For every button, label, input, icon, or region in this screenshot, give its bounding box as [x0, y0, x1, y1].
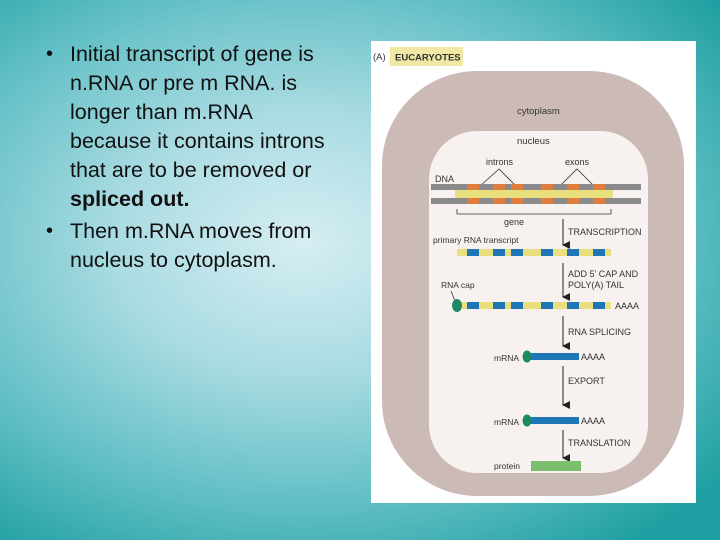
bullet-text: Initial transcript of gene is n.RNA or p…	[70, 42, 325, 182]
bullet-text: Then m.RNA moves from nucleus to cytopla…	[70, 219, 312, 272]
panel-letter: (A)	[373, 52, 386, 63]
transcript-exon-block	[493, 302, 505, 309]
transcript-exon-block	[511, 302, 523, 309]
rna-cap-pointer	[450, 290, 456, 302]
mrna-label: mRNA	[494, 353, 519, 363]
rna-cap-label: RNA cap	[441, 280, 475, 290]
primary-transcript-exons	[467, 249, 605, 256]
primary-transcript	[457, 249, 611, 256]
dna-gene-region	[455, 190, 613, 198]
add-cap-label-1: ADD 5' CAP AND	[568, 269, 639, 279]
gene-expression-figure: (A) EUCARYOTES cytoplasm nucleus introns…	[371, 41, 696, 503]
mrna-cytoplasm	[527, 417, 579, 424]
cytoplasm-label: cytoplasm	[517, 106, 560, 117]
mrna-cytoplasm-cap-icon	[522, 414, 532, 427]
export-label: EXPORT	[568, 376, 605, 386]
polya-tail-label: AAAA	[615, 301, 639, 311]
capped-transcript-exons	[467, 302, 605, 309]
header-box	[390, 47, 463, 66]
dna-exon-block	[467, 184, 479, 190]
rna-splicing-label: RNA SPLICING	[568, 327, 631, 337]
dna-exons	[467, 184, 605, 204]
exons-label: exons	[565, 157, 590, 167]
introns-label: introns	[486, 157, 514, 167]
primary-rna-label: primary RNA transcript	[433, 235, 519, 245]
introns-pointer	[478, 168, 518, 188]
bullet-list: Initial transcript of gene is n.RNA or p…	[30, 40, 330, 278]
transcript-exon-block	[567, 249, 579, 256]
dna-exon-block	[567, 198, 579, 204]
dna-bottom-strand	[431, 198, 641, 204]
transcript-exon-block	[467, 249, 479, 256]
header-label: EUCARYOTES	[395, 53, 461, 64]
transcript-exon-block	[511, 249, 523, 256]
rna-cap-icon	[452, 299, 462, 312]
transcription-label: TRANSCRIPTION	[568, 227, 642, 237]
dna-exon-block	[541, 198, 553, 204]
dna-top-strand	[431, 184, 641, 190]
dna-exon-block	[593, 184, 605, 190]
transcript-exon-block	[593, 249, 605, 256]
dna-exon-block	[511, 184, 523, 190]
translation-label: TRANSLATION	[568, 438, 630, 448]
mrna-cytoplasm-polya-label: AAAA	[581, 416, 605, 426]
add-cap-label-2: POLY(A) TAIL	[568, 280, 624, 290]
gene-label: gene	[504, 217, 524, 227]
bullet-item: Initial transcript of gene is n.RNA or p…	[30, 40, 330, 214]
diagram-svg: (A) EUCARYOTES cytoplasm nucleus introns…	[373, 47, 684, 496]
bullet-item: Then m.RNA moves from nucleus to cytopla…	[30, 217, 330, 275]
protein-label: protein	[494, 461, 520, 471]
transcript-exon-block	[593, 302, 605, 309]
transcript-exon-block	[467, 302, 479, 309]
transcript-exon-block	[493, 249, 505, 256]
nucleus-label: nucleus	[517, 136, 550, 147]
dna-label: DNA	[435, 174, 454, 184]
dna-exon-block	[467, 198, 479, 204]
transcript-exon-block	[541, 302, 553, 309]
dna-strand	[431, 184, 641, 204]
dna-exon-block	[541, 184, 553, 190]
mrna-cap-icon	[522, 350, 532, 363]
mrna-polya-label: AAAA	[581, 352, 605, 362]
capped-transcript	[457, 302, 611, 309]
mrna-nucleus	[527, 353, 579, 360]
gene-bracket	[456, 209, 612, 215]
protein-bar	[531, 461, 581, 471]
dna-exon-block	[493, 184, 505, 190]
mrna-cytoplasm-label: mRNA	[494, 417, 519, 427]
transcript-exon-block	[541, 249, 553, 256]
bullet-bold-text: spliced out.	[70, 187, 190, 211]
dna-exon-block	[567, 184, 579, 190]
dna-exon-block	[493, 198, 505, 204]
dna-exon-block	[593, 198, 605, 204]
exons-pointer	[558, 168, 596, 188]
dna-exon-block	[511, 198, 523, 204]
transcript-exon-block	[567, 302, 579, 309]
